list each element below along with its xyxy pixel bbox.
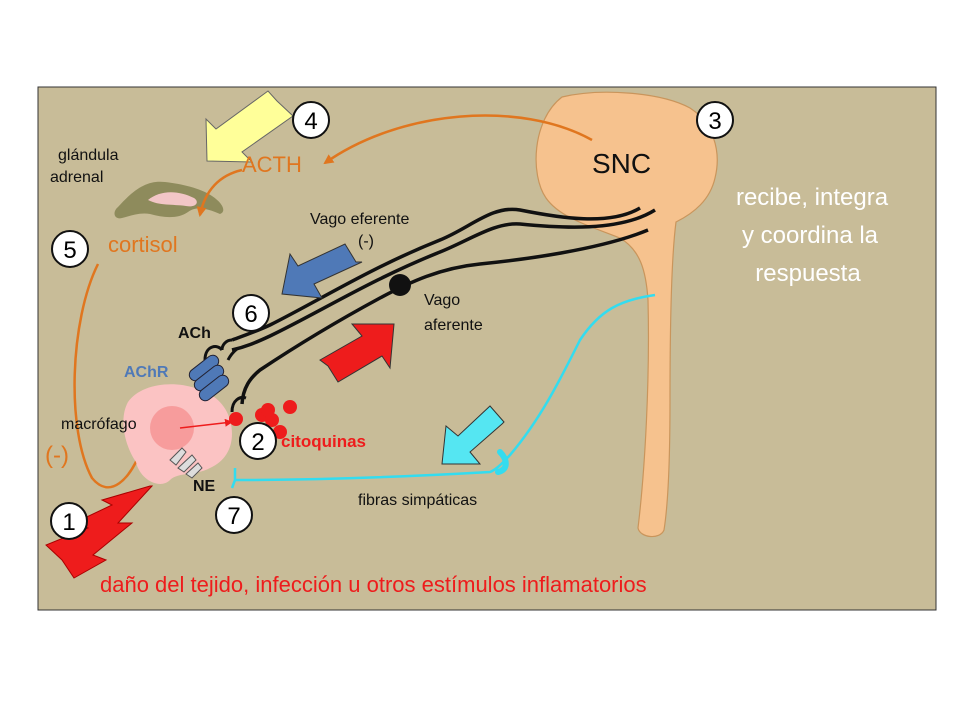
step-marker-1: 1 — [50, 502, 88, 540]
acth-pathway-arrow — [323, 114, 593, 165]
ne-receptor-icon — [169, 447, 203, 479]
label-vago-aferente-2: aferente — [424, 317, 483, 334]
label-vago-eferente: Vago eferente — [310, 211, 409, 228]
lightning-bolt-icon — [45, 485, 154, 579]
svg-text:6: 6 — [244, 301, 257, 328]
label-fibras: fibras simpáticas — [358, 492, 477, 509]
label-ach: ACh — [178, 325, 211, 342]
macrophage-cell — [123, 384, 232, 484]
label-achr: AChR — [124, 364, 169, 381]
svg-text:1: 1 — [62, 509, 75, 536]
svg-text:3: 3 — [708, 108, 721, 135]
label-vago-eferente-sign: (-) — [358, 233, 374, 250]
sympathetic-hook — [495, 449, 509, 475]
adrenal-gland — [114, 181, 224, 219]
label-recibe: recibe, integra — [736, 184, 889, 211]
label-citoquinas: citoquinas — [281, 432, 366, 451]
label-respuesta: respuesta — [755, 260, 861, 287]
label-vago-aferente-1: Vago — [424, 292, 460, 309]
acth-to-adrenal-arrow — [196, 168, 243, 217]
cortisol-feedback-arrow — [73, 263, 144, 489]
svg-text:5: 5 — [63, 237, 76, 264]
afferent-ganglion — [389, 274, 411, 296]
afferent-terminal — [230, 396, 247, 413]
svg-text:2: 2 — [251, 429, 264, 456]
step-marker-2: 2 — [239, 422, 277, 460]
label-cortisol: cortisol — [108, 232, 178, 257]
sympathetic-fiber — [234, 293, 656, 482]
svg-text:7: 7 — [227, 503, 240, 530]
cns-brain-shape — [535, 91, 718, 538]
label-dano: daño del tejido, infección u otros estím… — [100, 572, 647, 597]
label-glandula: glándula — [58, 147, 119, 164]
label-adrenal: adrenal — [50, 169, 103, 186]
acth-yellow-arrow — [205, 90, 294, 163]
macrophage-signal-arrow — [179, 418, 233, 429]
step-marker-4: 4 — [292, 101, 330, 139]
label-ne: NE — [193, 478, 216, 495]
step-marker-7: 7 — [215, 496, 253, 534]
step-marker-6: 6 — [232, 294, 270, 332]
ach-terminal — [203, 338, 240, 361]
step-marker-5: 5 — [51, 230, 89, 268]
label-acth: ACTH — [242, 152, 302, 177]
sympathetic-cyan-arrow — [441, 405, 505, 465]
label-coordina: y coordina la — [742, 222, 879, 249]
efferent-blue-arrow — [281, 243, 363, 299]
vagus-efferent-nerve — [231, 206, 641, 342]
diagram-panel — [37, 86, 937, 611]
label-snc: SNC — [592, 148, 651, 179]
achr-receptor-icon — [188, 354, 230, 402]
label-negative-feedback: (-) — [45, 442, 69, 469]
vagus-efferent-nerve-2 — [231, 208, 656, 352]
cytokine-dots — [229, 400, 297, 439]
sympathetic-terminal — [230, 468, 237, 489]
step-marker-3: 3 — [696, 101, 734, 139]
svg-text:4: 4 — [304, 108, 317, 135]
label-macrofago: macrófago — [61, 416, 137, 433]
afferent-red-arrow — [319, 323, 395, 383]
